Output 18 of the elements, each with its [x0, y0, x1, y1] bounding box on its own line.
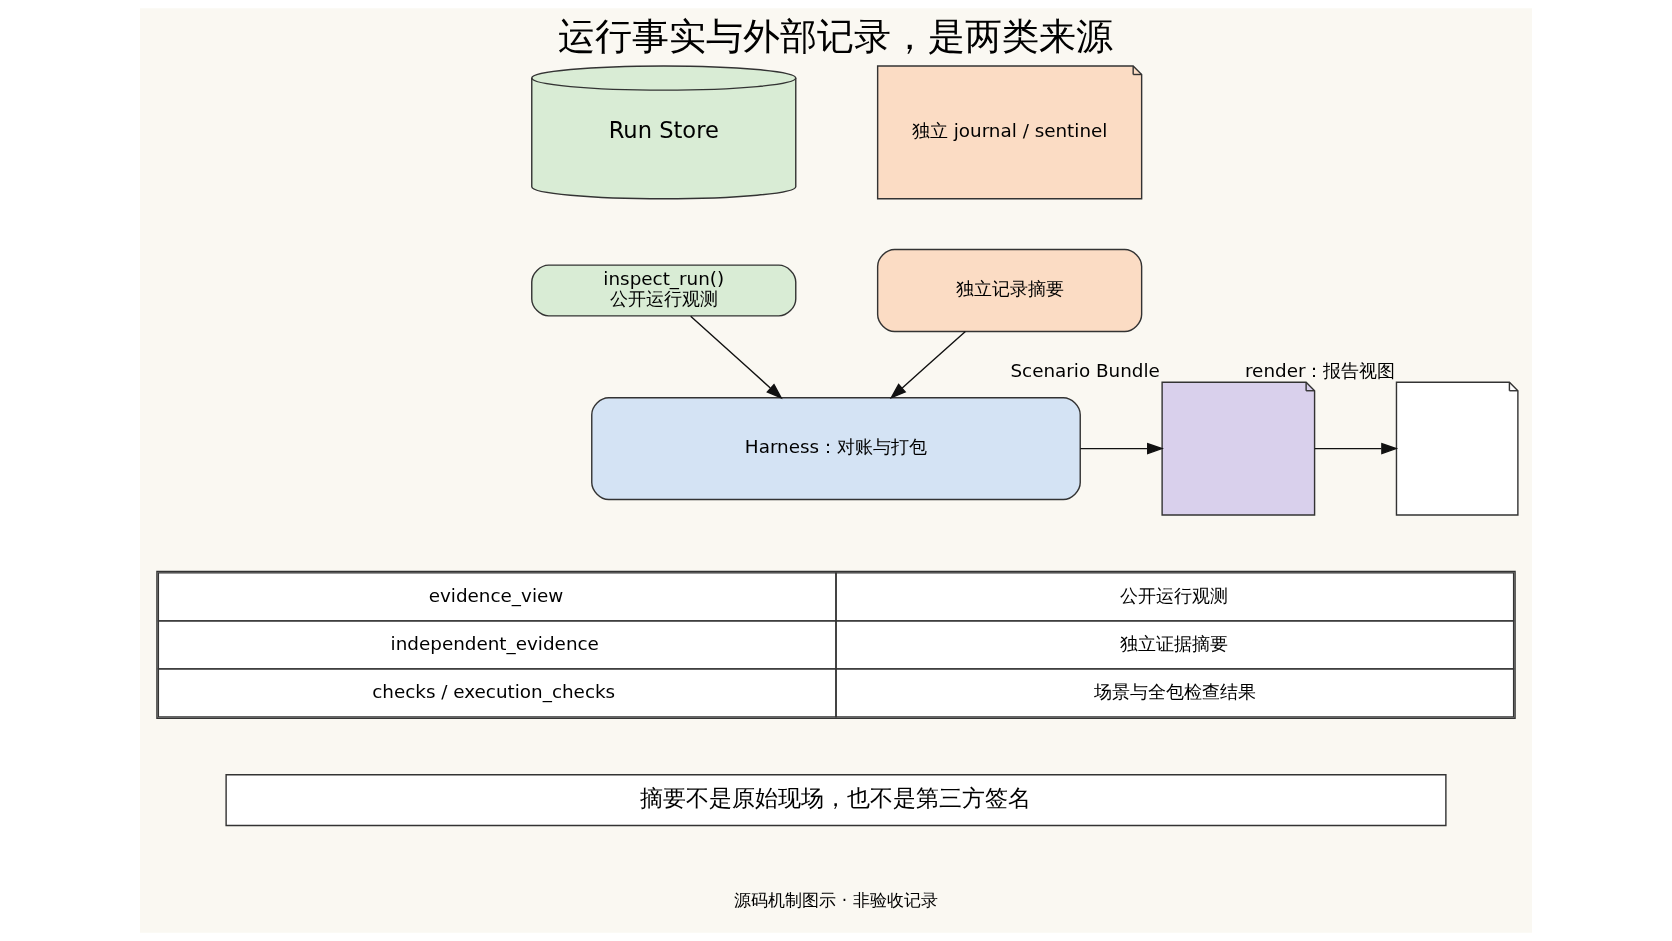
label: 源码机制图示 · 非验收记录: [734, 890, 938, 911]
label: 公开运行观测: [1120, 584, 1229, 606]
node-label: render：报告视图: [1244, 360, 1396, 382]
label: evidence_view: [428, 584, 564, 606]
node-box: inspect_run() 公开运行观测: [531, 264, 797, 317]
arrow: [889, 330, 967, 400]
label: independent_evidence: [390, 632, 599, 654]
label: checks / execution_checks: [372, 680, 616, 702]
node-box: Harness：对账与打包: [591, 397, 1081, 501]
arrow: [1314, 442, 1399, 455]
label: 独立证据摘要: [1120, 632, 1229, 654]
node-box: 摘要不是原始现场，也不是第三方签名: [225, 774, 1447, 827]
node-box: 独立记录摘要: [876, 248, 1143, 333]
node-label: Scenario Bundle: [1010, 360, 1160, 382]
label: 场景与全包检查结果: [1093, 680, 1256, 702]
arrow: [1079, 442, 1164, 455]
arrow: [689, 315, 783, 400]
diagram-title: 运行事实与外部记录，是两类来源: [558, 14, 1114, 58]
